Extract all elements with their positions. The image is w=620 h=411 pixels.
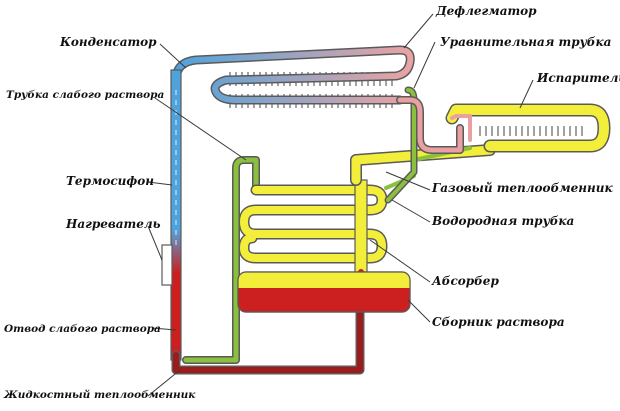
label-otvod: Отвод слабого раствора [4,323,161,335]
thermosiphon-riser [170,69,182,361]
label-nagrevatel: Нагреватель [65,217,161,231]
absorber-coil [238,184,388,264]
leader-lines [147,13,534,397]
solution-collector [237,271,411,313]
heater-box [161,244,173,286]
label-uravnitelnaya: Уравнительная трубка [440,35,611,49]
liquid-heat-exchanger-pipe [171,295,365,375]
weak-solution-tube [182,156,260,364]
label-trubka-slabogo: Трубка слабого раствора [6,89,165,101]
label-termosifon: Термосифон [66,174,154,188]
condenser-pipe [171,45,415,265]
absorber-drop [354,179,368,281]
label-sbornik: Сборник раствора [432,315,565,329]
label-absorber: Абсорбер [431,274,499,288]
label-kondensator: Конденсатор [59,35,157,49]
evaporator [445,103,611,153]
label-vodorodnaya: Водородная трубка [431,214,574,228]
label-gazovyi: Газовый теплообменник [431,181,613,195]
label-zhidkostnyi: Жидкостный теплообменник [3,388,196,401]
equalizing-tube [396,96,464,154]
label-isparitel: Испаритель [536,71,620,85]
label-deflegmator: Дефлегматор [435,4,537,18]
